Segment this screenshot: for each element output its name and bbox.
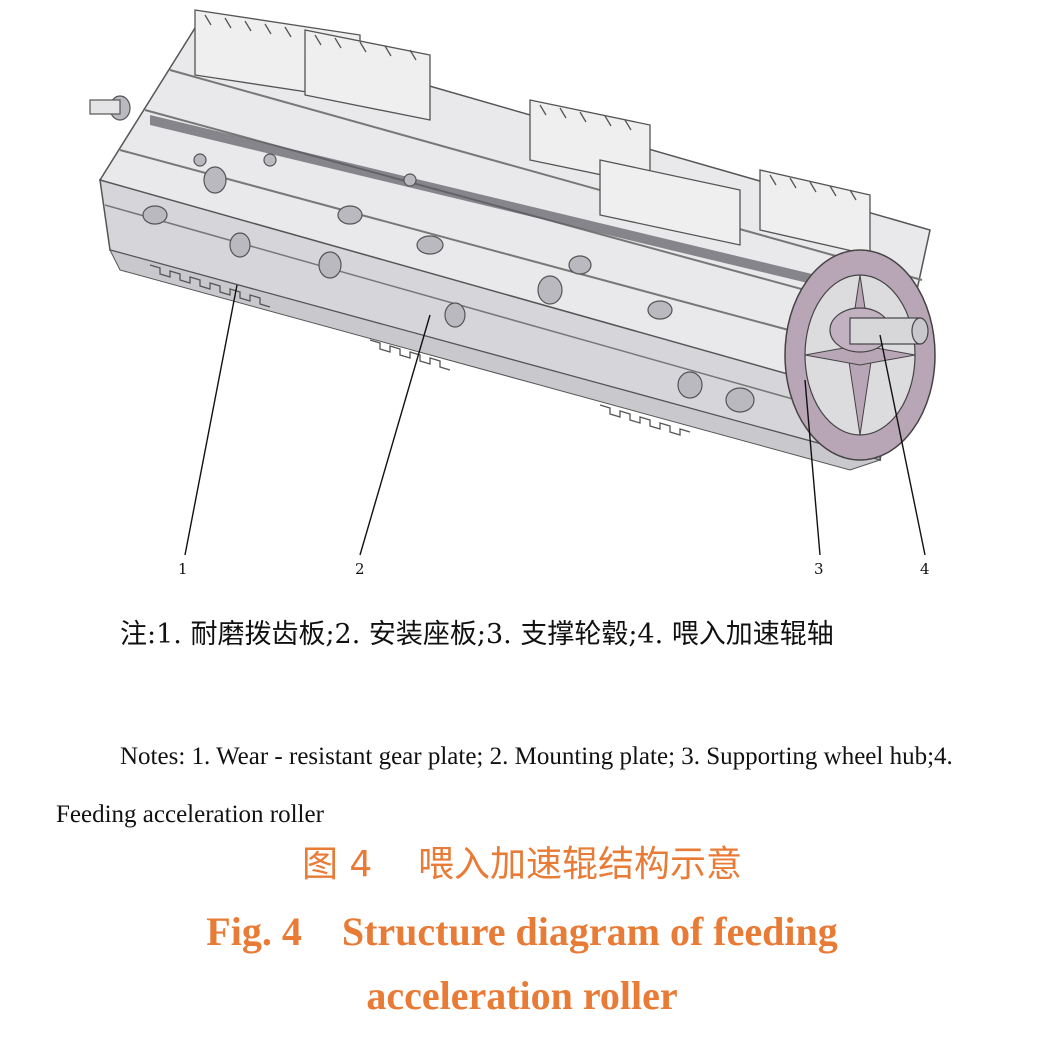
wheel-hub <box>784 249 936 461</box>
roller-illustration <box>89 9 936 556</box>
roller-figure: 1 2 3 4 <box>60 0 980 590</box>
leader-lines <box>184 284 926 556</box>
callout-4: 4 <box>920 560 930 578</box>
roller-body <box>98 19 931 471</box>
tooth-plates-top <box>194 9 871 256</box>
notes-english: Notes: 1. Wear - resistant gear plate; 2… <box>56 743 953 828</box>
caption-english: Fig. 4 Structure diagram of feeding acce… <box>0 900 1044 1028</box>
tooth-plates-bottom <box>149 264 691 436</box>
caption-english-line1: Fig. 4 Structure diagram of feeding <box>206 909 838 954</box>
left-shaft <box>89 99 121 115</box>
callout-2: 2 <box>355 560 365 578</box>
notes-chinese: 注:1. 耐磨拨齿板;2. 安装座板;3. 支撑轮毂;4. 喂入加速辊轴 <box>120 619 834 650</box>
caption-english-line2: acceleration roller <box>366 973 678 1018</box>
holes <box>109 95 755 413</box>
callout-1: 1 <box>178 560 188 578</box>
caption-chinese: 图 4 喂入加速辊结构示意 <box>301 844 743 885</box>
callout-3: 3 <box>814 560 824 578</box>
